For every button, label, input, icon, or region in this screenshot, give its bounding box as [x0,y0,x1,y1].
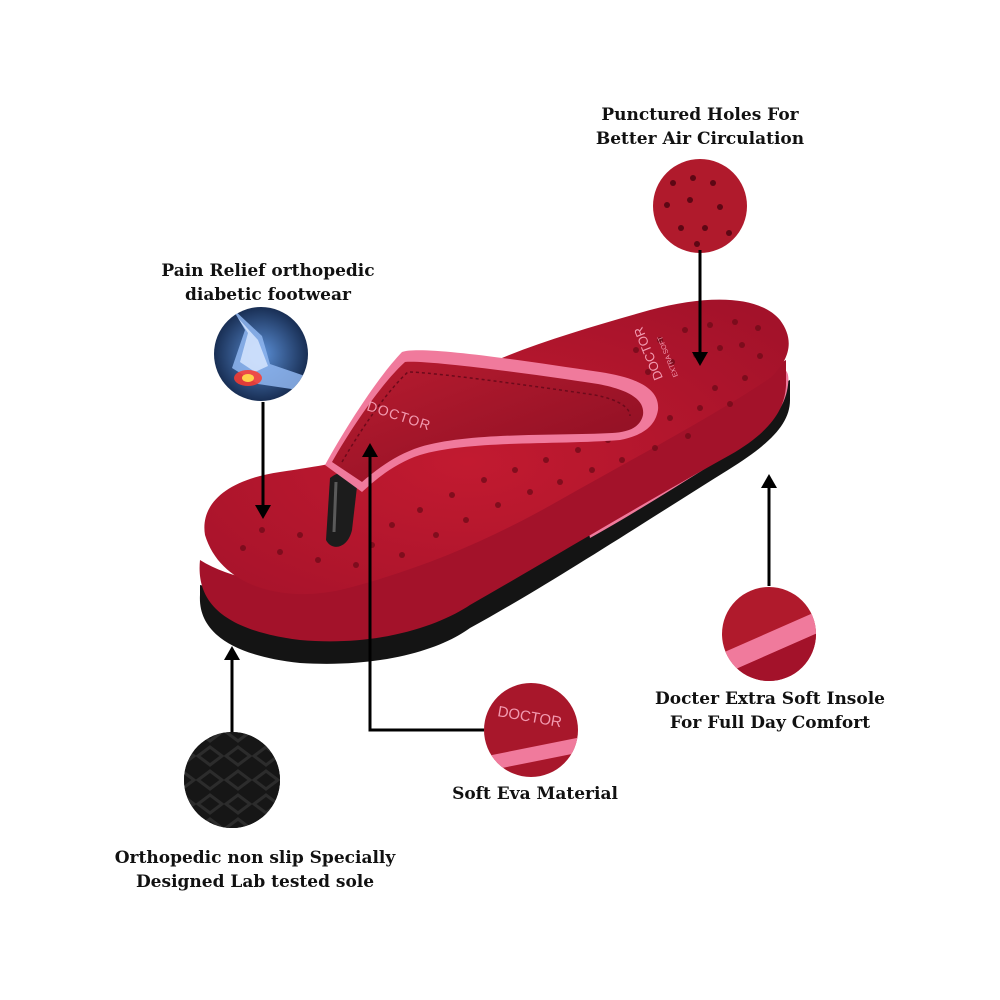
detail-sole-tread [184,732,280,828]
caption-pain-relief: Pain Relief orthopedic diabetic footwear [118,259,418,307]
caption-pain-relief-line2: diabetic footwear [185,285,351,305]
caption-eva-material: Soft Eva Material [420,782,650,806]
caption-air-holes: Punctured Holes For Better Air Circulati… [560,103,840,151]
sandal-strap [332,361,644,482]
caption-sole: Orthopedic non slip Specially Designed L… [70,846,440,894]
arrow-air-holes [692,250,708,366]
caption-insole-line2: For Full Day Comfort [669,713,871,733]
detail-eva-material: DOCTOR [484,683,578,777]
callout-arrows [224,250,777,732]
caption-pain-relief-line1: Pain Relief orthopedic [161,261,375,281]
caption-air-holes-line2: Better Air Circulation [595,129,805,149]
caption-insole: Docter Extra Soft Insole For Full Day Co… [620,687,920,735]
sandal-footbed-side [199,360,786,642]
arrow-sole [224,646,240,732]
caption-sole-line1: Orthopedic non slip Specially [114,848,396,868]
detail-foot-xray [214,307,308,401]
arrow-insole [761,474,777,586]
caption-insole-line1: Docter Extra Soft Insole [654,689,885,709]
arrow-foot-relief [255,402,271,519]
detail-air-holes [653,159,747,253]
arrow-eva [362,443,484,732]
caption-sole-line2: Designed Lab tested sole [135,872,375,892]
caption-air-holes-line1: Punctured Holes For [601,105,799,125]
flip-flop-sandal: DOCTOR DOCTOR EXTRA SOFT [199,299,790,664]
detail-insole-layers [722,587,816,681]
caption-eva-line1: Soft Eva Material [452,784,618,804]
